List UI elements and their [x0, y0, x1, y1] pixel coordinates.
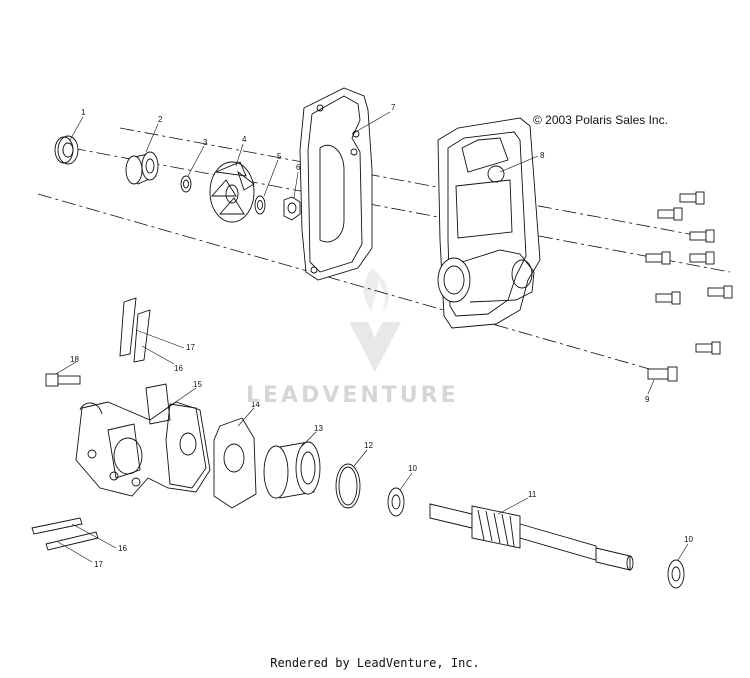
callout-8: 8: [540, 151, 545, 160]
watermark-logo: [349, 268, 401, 372]
part-5-washer: [254, 195, 266, 215]
watermark-text: LEADVENTURE: [246, 383, 459, 408]
callout-1: 1: [81, 108, 86, 117]
part-10-washer-a: [387, 487, 405, 517]
part-3-ring: [180, 175, 192, 193]
callout-11: 11: [528, 490, 537, 499]
part-16-17-pins-lower: [31, 517, 99, 551]
part-2-bearing: [125, 151, 159, 185]
part-18-bolt: [45, 373, 81, 387]
part-13-filter: [263, 441, 321, 499]
callout-17-a: 17: [186, 343, 195, 352]
part-16-17-pins-upper: [119, 297, 151, 363]
footer-credit: Rendered by LeadVenture, Inc.: [270, 656, 480, 670]
callout-10-a: 10: [408, 464, 417, 473]
part-4-impeller: [209, 161, 255, 223]
callout-16-b: 16: [118, 544, 127, 553]
part-11-shaft: [429, 503, 634, 571]
callout-18: 18: [70, 355, 79, 364]
part-15-oil-pump: [75, 383, 211, 497]
callout-9: 9: [645, 395, 650, 404]
callout-17-b: 17: [94, 560, 103, 569]
callout-3: 3: [203, 138, 208, 147]
callout-5: 5: [277, 152, 282, 161]
part-9-bolts: [645, 191, 733, 382]
part-6-nut: [283, 196, 301, 221]
callout-2: 2: [158, 115, 163, 124]
callout-12: 12: [364, 441, 373, 450]
part-7-gasket: [299, 87, 373, 281]
callout-7: 7: [391, 103, 396, 112]
copyright-notice: © 2003 Polaris Sales Inc.: [533, 113, 668, 127]
callout-13: 13: [314, 424, 323, 433]
part-10-washer-b: [667, 559, 685, 589]
leader-lines: [55, 111, 689, 563]
part-14-gasket: [213, 417, 257, 509]
part-12-oring: [335, 463, 361, 509]
center-axis-lines: [37, 127, 731, 373]
part-1-seal: [54, 135, 79, 165]
part-8-housing: [437, 117, 541, 329]
callout-16-a: 16: [174, 364, 183, 373]
callout-14: 14: [251, 400, 260, 409]
callout-numbers: 1 2 3 4 5 6 7 8 9 10 10 11 12 13 14 15 1…: [70, 103, 693, 569]
callout-4: 4: [242, 135, 247, 144]
callout-10-b: 10: [684, 535, 693, 544]
callout-6: 6: [296, 163, 301, 172]
callout-15: 15: [193, 380, 202, 389]
